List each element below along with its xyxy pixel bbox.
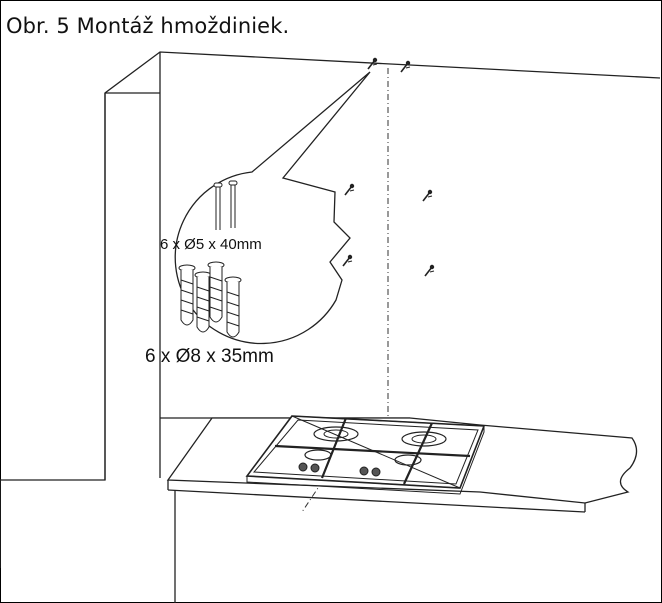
gas-hob <box>245 415 486 495</box>
figure-caption: Obr. 5 Montáž hmoždiniek. <box>6 14 290 38</box>
wall-plug-icon <box>178 261 242 338</box>
hob-center-line <box>301 469 331 513</box>
screws-label: 6 x Ø5 x 40mm <box>160 236 262 253</box>
plugs-label: 6 x Ø8 x 35mm <box>145 346 274 367</box>
wall-anchors <box>342 56 436 277</box>
screw-icon <box>213 180 238 230</box>
